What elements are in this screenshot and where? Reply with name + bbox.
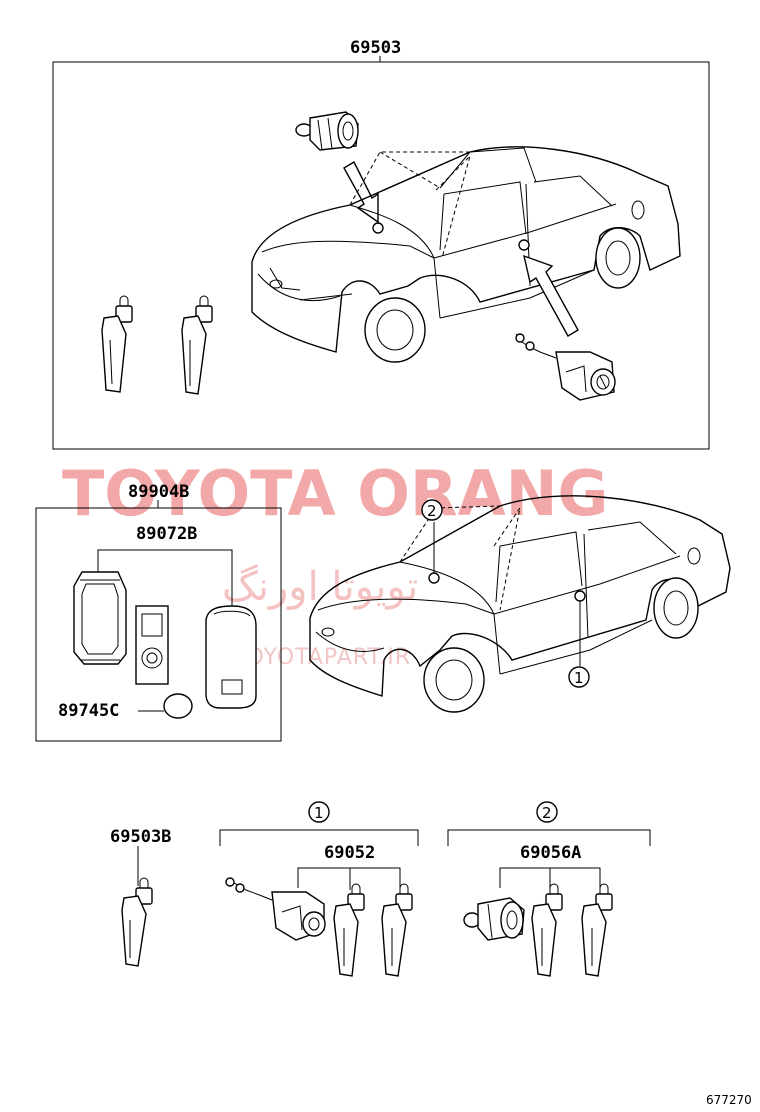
label-69503b: 69503B [110,827,171,847]
top-assembly-group: 69503 [52,38,710,450]
arrow-to-ignition [343,161,379,224]
bracket-set-2 [447,829,651,846]
remote-case-drawing [73,571,127,665]
ignition-cylinder-drawing [295,111,359,151]
car-drawing-top [251,146,681,363]
frame-89904b [35,507,282,742]
label-89072b: 89072B [136,524,197,544]
key-drawing-4 [333,883,365,977]
ignition-cylinder-bottom-drawing [463,897,525,941]
circuit-board-drawing [135,605,169,685]
callout-1-mid: 1 [568,666,590,688]
label-89904b: 89904B [128,482,189,502]
svg-text:1: 1 [314,804,324,822]
label-89745c: 89745C [58,701,119,721]
key-drawing-1 [101,295,133,393]
label-69056a: 69056A [520,843,581,863]
callout-2-top: 2 [421,499,443,521]
battery-drawing [163,693,193,719]
arrow-to-door-lock [523,254,579,337]
leader-69052 [297,867,401,890]
svg-text:1: 1 [574,669,584,687]
bracket-set-1 [219,829,419,846]
car-drawing-middle [309,495,731,713]
svg-text:2: 2 [542,804,552,822]
set-1-group: 1 69052 [219,801,419,977]
watermark-farsi: تویوتا اورنگ [222,564,418,610]
leader-89072b [97,549,233,610]
key-drawing-6 [531,883,563,977]
key-plate-group: 69503B [110,827,171,967]
set-2-group: 2 69056A [447,801,651,977]
key-drawing-7 [581,883,613,977]
door-lock-cylinder-bottom-drawing [225,877,326,941]
label-69052: 69052 [324,843,375,863]
callout-2-bottom: 2 [536,801,558,823]
watermark: TOYOTA ORANG تویوتا اورنگ TOYOTAPART.IR [62,457,608,670]
frame-69503 [52,61,710,450]
key-drawing-3 [121,877,153,967]
door-lock-cylinder-drawing [515,333,616,401]
label-69503: 69503 [350,38,401,58]
watermark-brand: TOYOTA ORANG [62,457,608,530]
svg-text:2: 2 [427,502,437,520]
callout-1-bottom: 1 [308,801,330,823]
key-drawing-2 [181,295,213,395]
remote-body-drawing [205,605,257,709]
remote-assembly-group: 89904B 89072B 89745C [35,482,282,742]
key-drawing-5 [381,883,413,977]
page-number: 677270 [706,1093,752,1107]
